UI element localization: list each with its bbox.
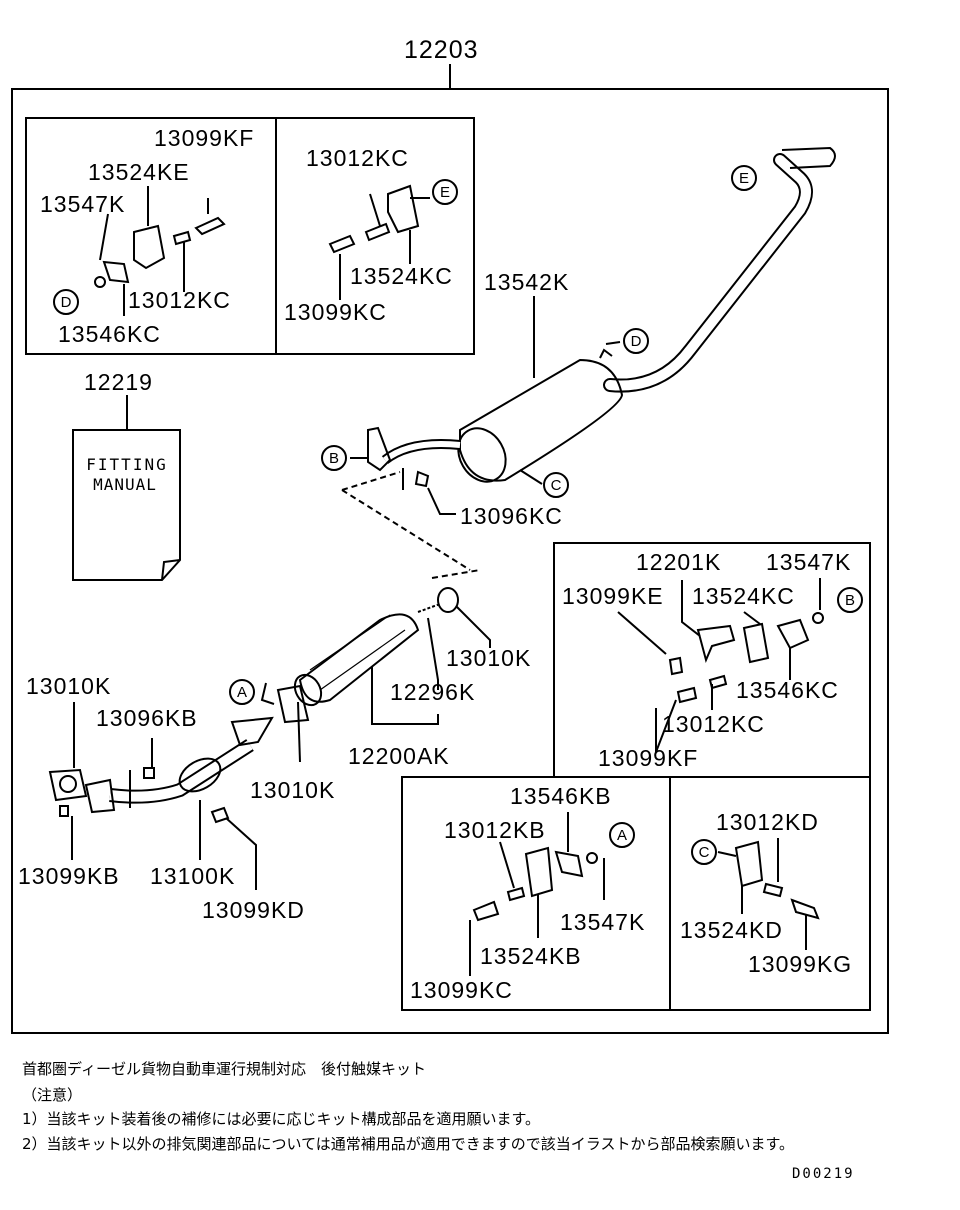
part-number: 13010K	[250, 777, 335, 803]
callout-e-2	[731, 165, 757, 191]
part-number: 12201K	[636, 549, 721, 575]
gasket-cat	[276, 684, 310, 724]
callout-e-label: E	[739, 170, 749, 187]
callout-c-label: C	[699, 844, 710, 861]
part-number-manual: 12219	[84, 369, 153, 395]
manual-line-1: FITTING	[86, 455, 167, 474]
box-top-mid	[275, 117, 475, 355]
part-number-muffler: 13542K	[484, 269, 569, 295]
part-number-front-pipe: 13100K	[150, 863, 235, 889]
callout-b-2	[837, 587, 863, 613]
hanger-rubber-13524ke	[133, 224, 166, 270]
part-number: 13099KF	[154, 125, 254, 151]
part-number: 13546KC	[58, 321, 161, 347]
callout-c-2	[691, 839, 717, 865]
part-number: 13546KB	[510, 783, 612, 809]
callout-e-label: E	[440, 184, 450, 201]
gasket-rear	[437, 587, 459, 613]
part-number: 13012KC	[306, 145, 409, 171]
part-number: 13524KC	[350, 263, 453, 289]
callout-a-label: A	[617, 827, 627, 844]
part-number: 13012KC	[662, 711, 765, 737]
hanger-rubber-13524kd	[734, 840, 764, 888]
box-bottom-mid	[401, 776, 671, 1011]
part-number: 13099KB	[18, 863, 120, 889]
callout-d-1	[53, 289, 79, 315]
part-number: 13099KC	[284, 299, 387, 325]
part-number-catalyst: 12200AK	[348, 743, 450, 769]
callout-b-label: B	[329, 450, 339, 467]
hanger-rubber-13524kc	[387, 184, 420, 234]
front-flange	[48, 768, 88, 802]
notes-line-1: 1）当該キット装着後の補修には必要に応じキット構成部品を適用願います。	[22, 1110, 541, 1128]
exhaust-parts-diagram: E D E D B C B A A C 12203 13099KF 13524K…	[11, 36, 889, 1034]
part-number: 13010K	[446, 645, 531, 671]
part-number: 13547K	[40, 191, 125, 217]
part-number: 13524KD	[680, 917, 783, 943]
callout-d-label: D	[61, 294, 72, 311]
callout-d-label: D	[631, 333, 642, 350]
part-number: 13012KD	[716, 809, 819, 835]
part-number: 13524KC	[692, 583, 795, 609]
callout-c-1	[543, 472, 569, 498]
catalytic-converter	[298, 613, 420, 703]
bracket-12201k	[696, 624, 736, 664]
part-number: 13546KC	[736, 677, 839, 703]
part-number: 12296K	[390, 679, 475, 705]
part-number: 13096KB	[96, 705, 198, 731]
part-number: 13099KD	[202, 897, 305, 923]
callout-e-1	[432, 179, 458, 205]
callout-b-label: B	[845, 592, 855, 609]
part-number: 13012KC	[128, 287, 231, 313]
part-number: 13099KC	[410, 977, 513, 1003]
callout-a-2	[609, 822, 635, 848]
callout-d-2	[623, 328, 649, 354]
box-right-top	[553, 542, 871, 778]
hanger-rubber-13524kb	[524, 846, 554, 898]
manual-line-2: MANUAL	[93, 475, 157, 494]
callout-a-label: A	[237, 684, 247, 701]
part-number: 13099KF	[598, 745, 698, 771]
part-number: 13524KE	[88, 159, 190, 185]
part-number: 13524KB	[480, 943, 582, 969]
part-number: 13547K	[766, 549, 851, 575]
notes-line-2: 2）当該キット以外の排気関連部品については通常補用品が適用できますので該当イラス…	[22, 1135, 794, 1153]
footer-code: D00219	[792, 1166, 855, 1182]
fitting-manual-document	[72, 429, 181, 581]
callout-c-label: C	[551, 477, 562, 494]
part-number: 13547K	[560, 909, 645, 935]
hanger-b	[367, 426, 392, 472]
part-number: 13099KG	[748, 951, 852, 977]
part-number: 13096KC	[460, 503, 563, 529]
part-number: 13099KE	[562, 583, 664, 609]
muffler	[459, 358, 624, 482]
callout-a-1	[229, 679, 255, 705]
part-number: 13010K	[26, 673, 111, 699]
notes-caution: （注意）	[22, 1086, 83, 1104]
notes-heading: 首都圏ディーゼル貨物自動車運行規制対応 後付触媒キット	[22, 1060, 426, 1078]
box-bottom-right	[669, 776, 871, 1011]
part-number-assembly: 12203	[404, 36, 479, 64]
box-top-left	[25, 117, 277, 355]
part-number: 13012KB	[444, 817, 546, 843]
callout-b-1	[321, 445, 347, 471]
